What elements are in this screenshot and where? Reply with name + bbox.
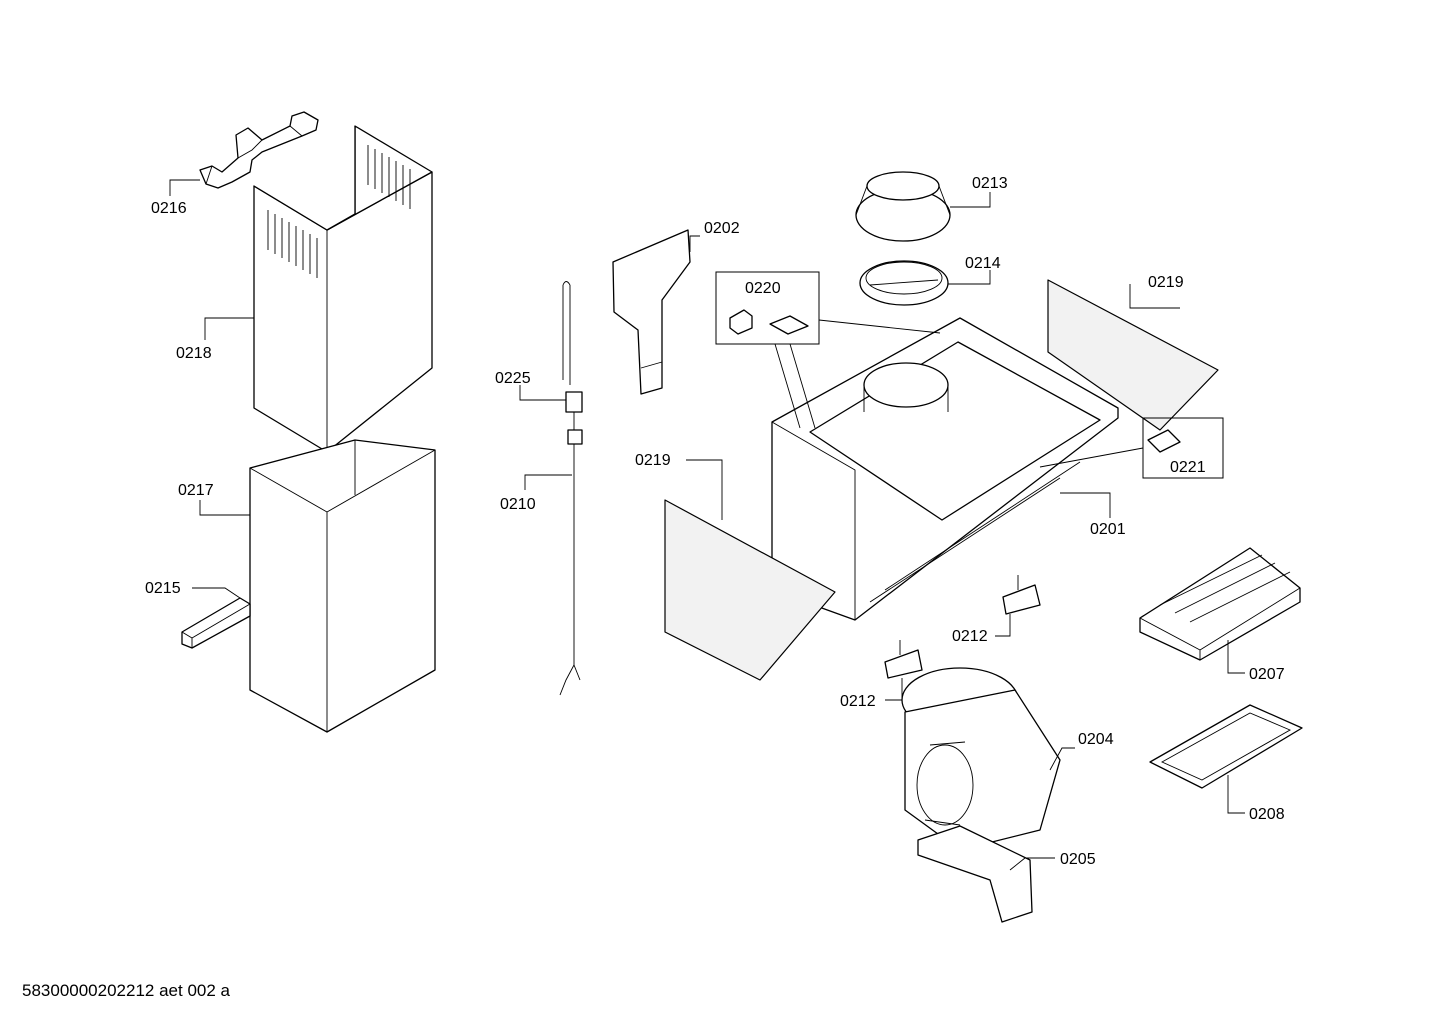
callout-0212-lower: 0212 [840,693,876,710]
callout-0214: 0214 [965,255,1001,272]
part-0208-grease-filter [1149,704,1303,789]
part-0225-0210-cable [559,281,583,696]
callout-0205: 0205 [1060,851,1096,868]
callout-labels: 0216 0218 0217 0215 0225 0210 0202 0213 … [145,175,1285,868]
callout-0204: 0204 [1078,731,1114,748]
callout-0207: 0207 [1249,666,1285,683]
part-0219-side-panel-right [1047,279,1219,431]
callout-0217: 0217 [178,482,214,499]
callout-0219-right: 0219 [1148,274,1184,291]
part-0216-bracket [199,111,319,189]
callout-0218: 0218 [176,345,212,362]
callout-0202: 0202 [704,220,740,237]
part-0214-damper [859,260,949,306]
callout-0210: 0210 [500,496,536,513]
part-0212-terminal-upper [1002,575,1041,615]
part-0202-plate [612,229,691,395]
part-0220-detail [715,271,941,429]
callout-0212-upper: 0212 [952,628,988,645]
callout-0220: 0220 [745,280,781,297]
callout-0219-left: 0219 [635,452,671,469]
part-0213-ring [855,171,951,242]
callout-0225: 0225 [495,370,531,387]
callout-0215: 0215 [145,580,181,597]
callout-0208: 0208 [1249,806,1285,823]
callout-0201: 0201 [1090,521,1126,538]
part-0218-upper-chimney [253,125,433,453]
callout-0221: 0221 [1170,459,1206,476]
part-0212-terminal-lower [884,640,923,679]
part-0207-carbon-filter [1139,547,1301,661]
part-0201-hood-body [771,317,1119,621]
part-0219-side-panel-left [664,499,836,681]
callout-0213: 0213 [972,175,1008,192]
drawing-code: 58300000202212 aet 002 a [22,981,230,1000]
part-0204-fan-motor [901,667,1061,851]
leader-lines [169,179,1245,871]
part-0205-mount-plate [917,825,1033,923]
part-0217-lower-chimney [249,439,436,733]
part-0215-rail [181,597,251,649]
callout-0216: 0216 [151,200,187,217]
part-0221-detail [1039,417,1224,479]
